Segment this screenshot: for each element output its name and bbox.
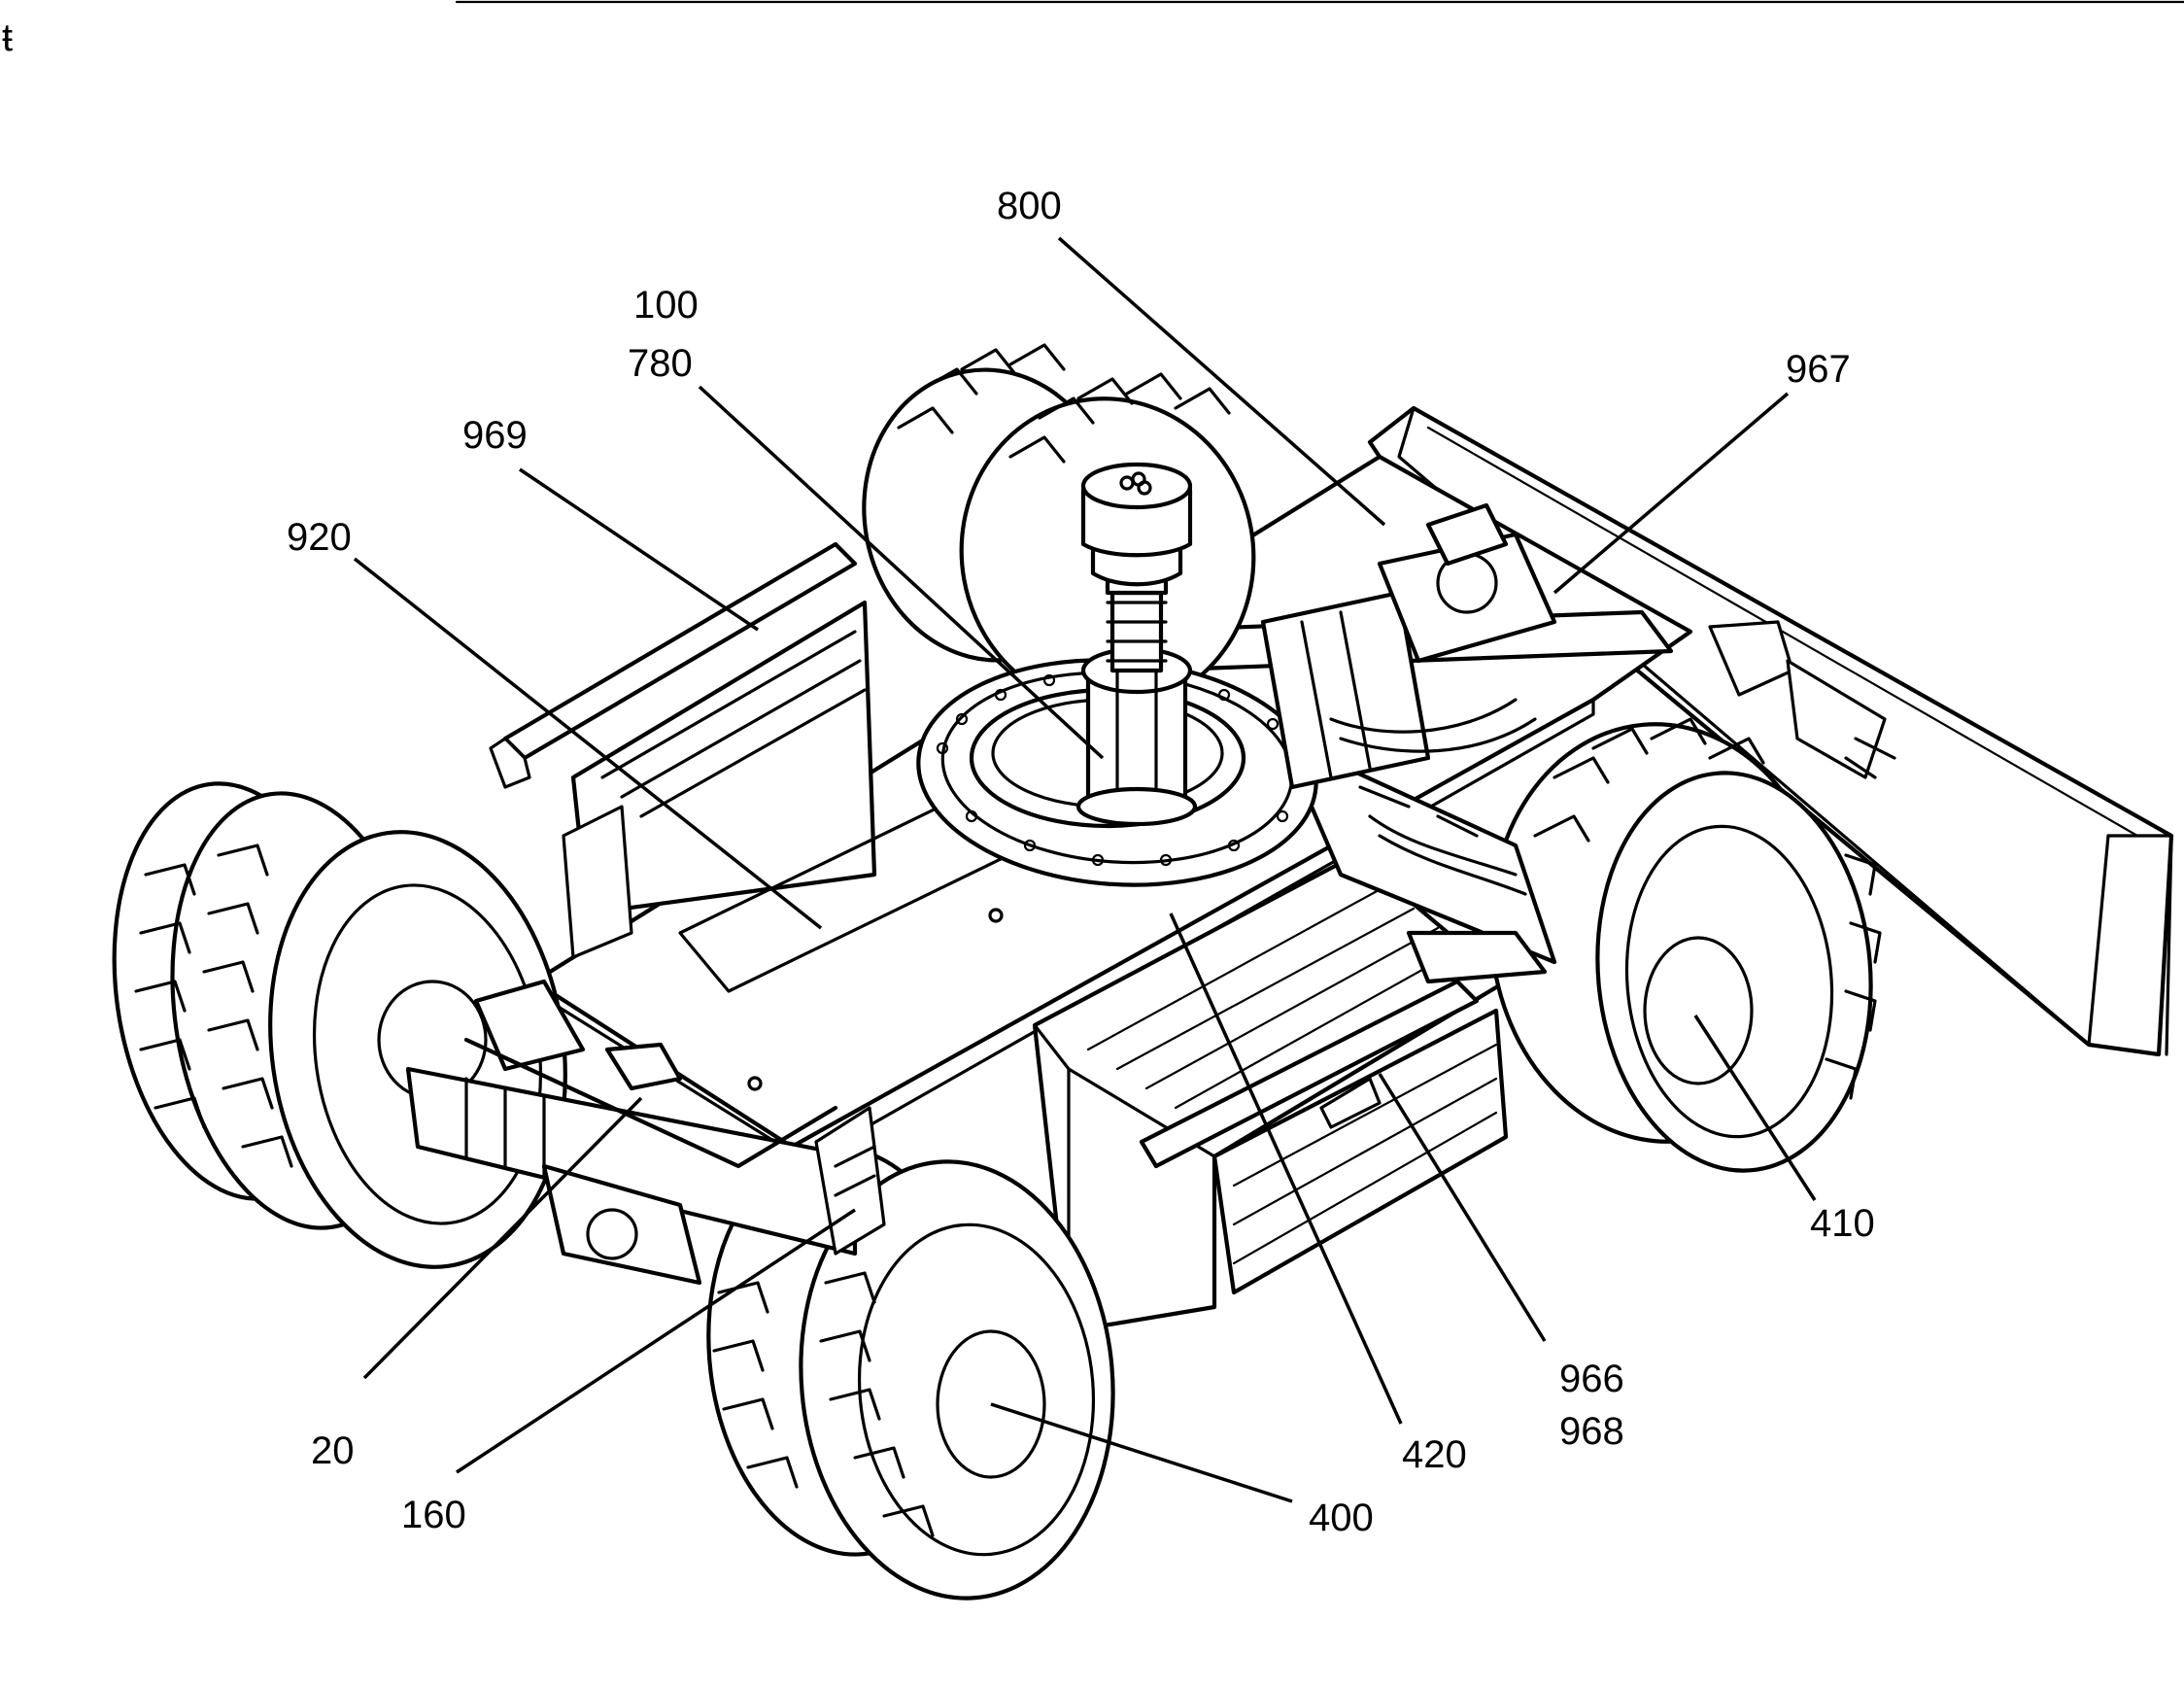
callout-920: 920 xyxy=(287,516,352,559)
leader-780 xyxy=(698,385,1105,760)
leader-420 xyxy=(1169,912,1403,1425)
callout-780: 780 xyxy=(628,342,693,385)
leader-400 xyxy=(990,1402,1293,1503)
leader-920 xyxy=(353,557,823,930)
scan-mark: ŧ xyxy=(2,17,13,59)
callout-labels: 800 100 780 967 969 920 410 966 968 420 … xyxy=(287,185,1875,1539)
callout-410: 410 xyxy=(1810,1202,1875,1245)
leader-967 xyxy=(1553,392,1790,595)
drive-unit xyxy=(1260,502,1557,790)
rear-axle xyxy=(405,979,886,1286)
callout-968: 968 xyxy=(1559,1410,1624,1453)
leader-410 xyxy=(1693,1015,1817,1201)
callout-800: 800 xyxy=(997,185,1062,227)
callout-966: 966 xyxy=(1559,1358,1624,1400)
leader-20 xyxy=(362,1096,643,1380)
callout-967: 967 xyxy=(1786,348,1851,391)
callout-100: 100 xyxy=(633,284,699,327)
leader-160 xyxy=(456,1208,856,1474)
front-right-tires xyxy=(1488,717,1882,1173)
callout-400: 400 xyxy=(1309,1497,1374,1539)
callout-160: 160 xyxy=(401,1494,466,1536)
leader-800 xyxy=(1057,236,1386,527)
rotary-joint xyxy=(1075,462,1198,827)
leader-969 xyxy=(519,467,759,632)
callout-20: 20 xyxy=(311,1429,355,1472)
leader-966 xyxy=(1378,1073,1547,1342)
callout-969: 969 xyxy=(462,414,528,457)
front-axle xyxy=(1280,736,1557,984)
callout-420: 420 xyxy=(1402,1433,1467,1476)
leader-lines xyxy=(353,236,1817,1503)
